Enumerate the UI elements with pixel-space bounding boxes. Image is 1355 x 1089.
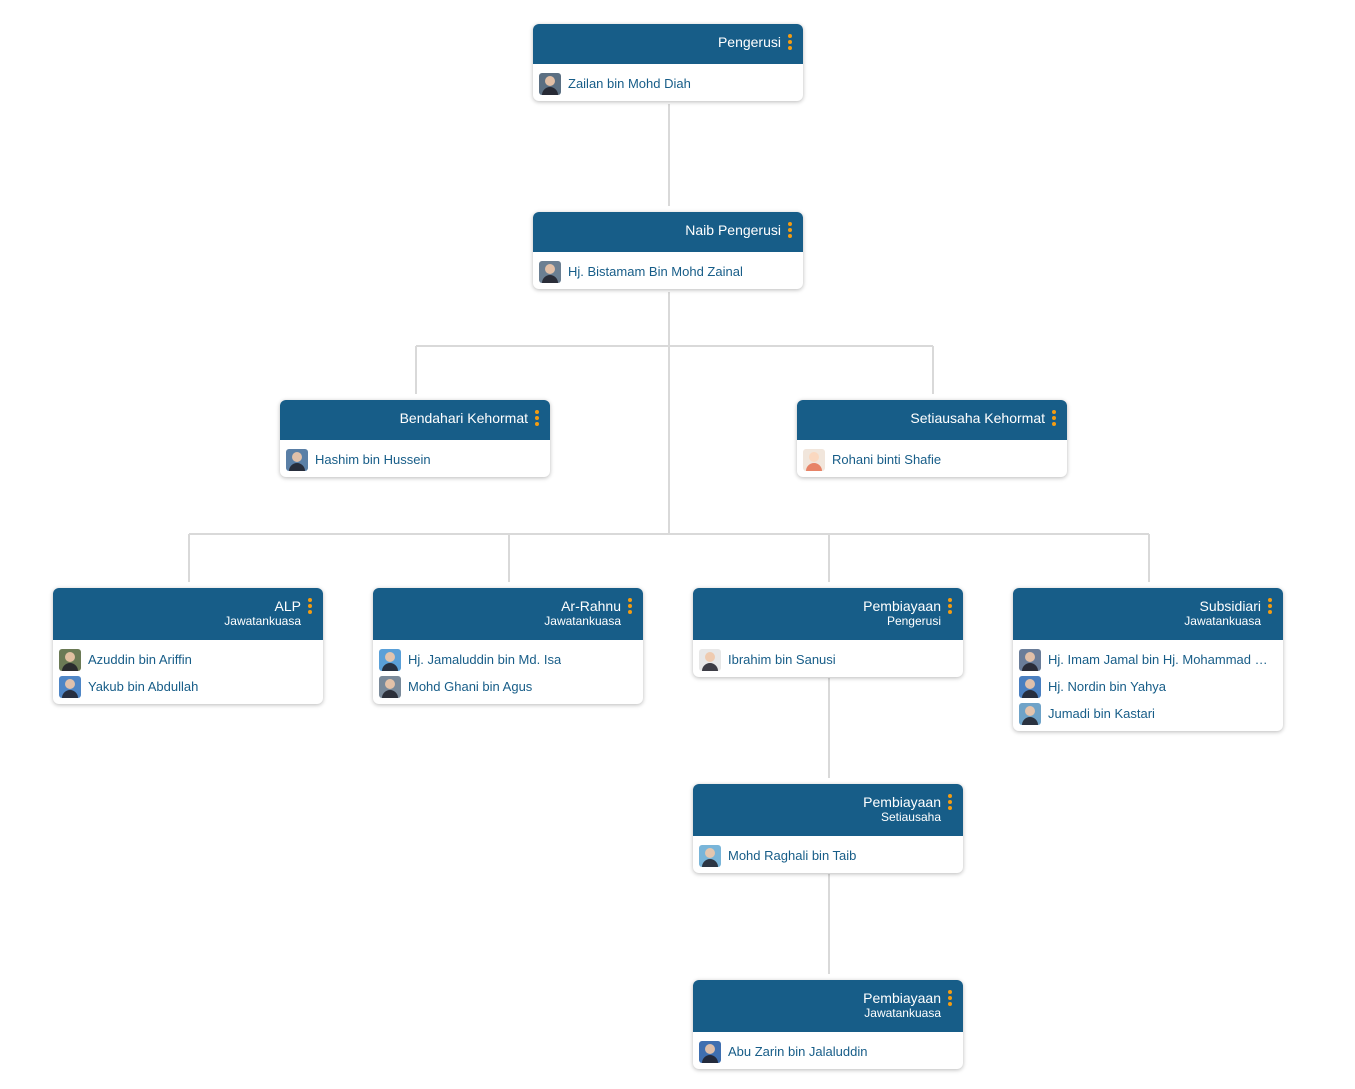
node-setiausaha-kehormat[interactable]: Setiausaha Kehormat Rohani binti Shafie xyxy=(797,400,1067,477)
member-name[interactable]: Hj. Nordin bin Yahya xyxy=(1048,679,1167,694)
node-header: Ar-Rahnu Jawatankuasa xyxy=(373,588,643,640)
node-header: Subsidiari Jawatankuasa xyxy=(1013,588,1283,640)
member-item[interactable]: Hj. Nordin bin Yahya xyxy=(1019,673,1277,700)
node-header: Pengerusi xyxy=(533,24,803,64)
more-menu-icon[interactable] xyxy=(1049,410,1059,426)
node-pembiayaan-pengerusi[interactable]: Pembiayaan Pengerusi Ibrahim bin Sanusi xyxy=(693,588,963,677)
member-item[interactable]: Abu Zarin bin Jalaluddin xyxy=(699,1038,957,1065)
node-subsidiari[interactable]: Subsidiari Jawatankuasa Hj. Imam Jamal b… xyxy=(1013,588,1283,731)
node-title: Pembiayaan xyxy=(863,598,941,614)
more-menu-icon[interactable] xyxy=(305,598,315,614)
node-pengerusi[interactable]: Pengerusi Zailan bin Mohd Diah xyxy=(533,24,803,101)
member-item[interactable]: Azuddin bin Ariffin xyxy=(59,646,317,673)
member-name[interactable]: Zailan bin Mohd Diah xyxy=(568,76,691,91)
more-menu-icon[interactable] xyxy=(1265,598,1275,614)
avatar-icon xyxy=(803,448,825,471)
avatar-icon xyxy=(379,648,401,671)
avatar-icon xyxy=(539,260,561,283)
member-list: Ibrahim bin Sanusi xyxy=(693,640,963,677)
member-name[interactable]: Abu Zarin bin Jalaluddin xyxy=(728,1044,868,1059)
member-list: Zailan bin Mohd Diah xyxy=(533,64,803,101)
member-name[interactable]: Rohani binti Shafie xyxy=(832,452,942,467)
member-list: Hj. Bistamam Bin Mohd Zainal xyxy=(533,252,803,289)
node-title: Bendahari Kehormat xyxy=(399,410,528,426)
node-header: ALP Jawatankuasa xyxy=(53,588,323,640)
member-name[interactable]: Yakub bin Abdullah xyxy=(88,679,199,694)
member-item[interactable]: Mohd Ghani bin Agus xyxy=(379,673,637,700)
member-name[interactable]: Hj. Jamaluddin bin Md. Isa xyxy=(408,652,562,667)
node-subtitle: Jawatankuasa xyxy=(1184,614,1261,628)
avatar-icon xyxy=(59,648,81,671)
more-menu-icon[interactable] xyxy=(625,598,635,614)
member-list: Hj. Imam Jamal bin Hj. Mohammad … Hj. Nor… xyxy=(1013,640,1283,731)
member-item[interactable]: Hj. Jamaluddin bin Md. Isa xyxy=(379,646,637,673)
node-header: Pembiayaan Pengerusi xyxy=(693,588,963,640)
member-name[interactable]: Mohd Raghali bin Taib xyxy=(728,848,857,863)
avatar-icon xyxy=(699,1040,721,1063)
member-item[interactable]: Ibrahim bin Sanusi xyxy=(699,646,957,673)
member-item[interactable]: Hashim bin Hussein xyxy=(286,446,544,473)
avatar-icon xyxy=(379,675,401,698)
avatar-icon xyxy=(286,448,308,471)
member-name[interactable]: Hj. Imam Jamal bin Hj. Mohammad … xyxy=(1048,652,1268,667)
member-name[interactable]: Hashim bin Hussein xyxy=(315,452,431,467)
member-item[interactable]: Jumadi bin Kastari xyxy=(1019,700,1277,727)
avatar-icon xyxy=(1019,702,1041,725)
node-subtitle: Jawatankuasa xyxy=(224,614,301,628)
node-subtitle: Jawatankuasa xyxy=(864,1006,941,1020)
node-subtitle: Jawatankuasa xyxy=(544,614,621,628)
more-menu-icon[interactable] xyxy=(945,990,955,1006)
member-item[interactable]: Hj. Imam Jamal bin Hj. Mohammad … xyxy=(1019,646,1277,673)
avatar-icon xyxy=(1019,675,1041,698)
member-list: Mohd Raghali bin Taib xyxy=(693,836,963,873)
more-menu-icon[interactable] xyxy=(785,34,795,50)
avatar-icon xyxy=(1019,648,1041,671)
member-name[interactable]: Mohd Ghani bin Agus xyxy=(408,679,533,694)
node-naib-pengerusi[interactable]: Naib Pengerusi Hj. Bistamam Bin Mohd Zai… xyxy=(533,212,803,289)
node-title: Pembiayaan xyxy=(863,794,941,810)
member-name[interactable]: Azuddin bin Ariffin xyxy=(88,652,192,667)
node-header: Bendahari Kehormat xyxy=(280,400,550,440)
more-menu-icon[interactable] xyxy=(532,410,542,426)
node-title: ALP xyxy=(274,598,301,614)
avatar-icon xyxy=(59,675,81,698)
node-header: Setiausaha Kehormat xyxy=(797,400,1067,440)
node-bendahari-kehormat[interactable]: Bendahari Kehormat Hashim bin Hussein xyxy=(280,400,550,477)
avatar-icon xyxy=(699,844,721,867)
node-title: Pembiayaan xyxy=(863,990,941,1006)
member-list: Rohani binti Shafie xyxy=(797,440,1067,477)
node-title: Setiausaha Kehormat xyxy=(910,410,1045,426)
member-item[interactable]: Rohani binti Shafie xyxy=(803,446,1061,473)
node-pembiayaan-setiausaha[interactable]: Pembiayaan Setiausaha Mohd Raghali bin T… xyxy=(693,784,963,873)
node-title: Subsidiari xyxy=(1199,598,1261,614)
member-name[interactable]: Jumadi bin Kastari xyxy=(1048,706,1155,721)
node-subtitle: Setiausaha xyxy=(880,810,941,824)
avatar-icon xyxy=(699,648,721,671)
node-header: Pembiayaan Jawatankuasa xyxy=(693,980,963,1032)
member-list: Abu Zarin bin Jalaluddin xyxy=(693,1032,963,1069)
node-header: Naib Pengerusi xyxy=(533,212,803,252)
member-item[interactable]: Yakub bin Abdullah xyxy=(59,673,317,700)
avatar-icon xyxy=(539,72,561,95)
member-name[interactable]: Hj. Bistamam Bin Mohd Zainal xyxy=(568,264,743,279)
node-pembiayaan-jawatankuasa[interactable]: Pembiayaan Jawatankuasa Abu Zarin bin Ja… xyxy=(693,980,963,1069)
member-item[interactable]: Zailan bin Mohd Diah xyxy=(539,70,797,97)
member-list: Hashim bin Hussein xyxy=(280,440,550,477)
member-name[interactable]: Ibrahim bin Sanusi xyxy=(728,652,836,667)
more-menu-icon[interactable] xyxy=(945,794,955,810)
node-title: Naib Pengerusi xyxy=(685,222,781,238)
node-ar-rahnu[interactable]: Ar-Rahnu Jawatankuasa Hj. Jamaluddin bin… xyxy=(373,588,643,704)
more-menu-icon[interactable] xyxy=(785,222,795,238)
member-item[interactable]: Mohd Raghali bin Taib xyxy=(699,842,957,869)
node-subtitle: Pengerusi xyxy=(886,614,941,628)
more-menu-icon[interactable] xyxy=(945,598,955,614)
node-title: Pengerusi xyxy=(717,34,781,50)
node-header: Pembiayaan Setiausaha xyxy=(693,784,963,836)
member-item[interactable]: Hj. Bistamam Bin Mohd Zainal xyxy=(539,258,797,285)
node-title: Ar-Rahnu xyxy=(561,598,621,614)
